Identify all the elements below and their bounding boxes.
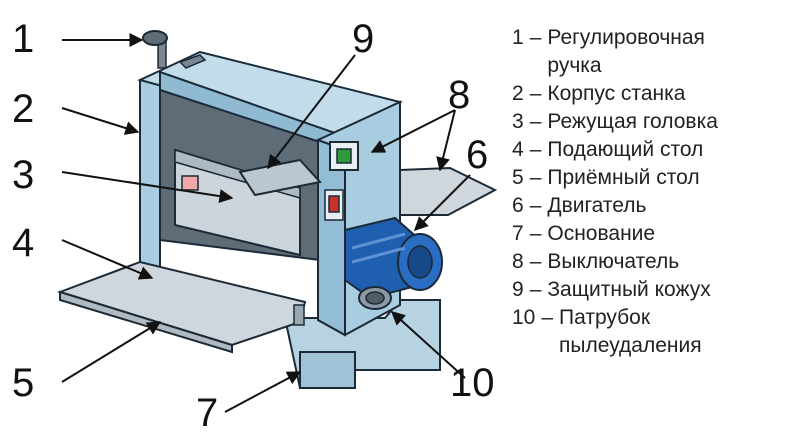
callout-6: 6 xyxy=(466,133,488,177)
legend-dash: – xyxy=(541,304,553,360)
legend-number: 5 xyxy=(512,164,524,192)
legend-item: 4 – Подающий стол xyxy=(512,136,797,164)
legend-item: 8 – Выключатель xyxy=(512,248,797,276)
adjusting-handle xyxy=(143,31,205,68)
legend-number: 6 xyxy=(512,192,524,220)
legend-label: Регулировочная ручка xyxy=(547,24,717,80)
legend-number: 1 xyxy=(512,24,524,80)
legend-dash: – xyxy=(530,192,542,220)
leader-2 xyxy=(62,108,138,132)
legend-dash: – xyxy=(530,164,542,192)
legend-number: 7 xyxy=(512,220,524,248)
legend-number: 10 xyxy=(512,304,535,360)
legend-label: Основание xyxy=(547,220,655,248)
callout-2: 2 xyxy=(12,87,34,131)
legend-item: 2 – Корпус станка xyxy=(512,80,797,108)
callout-3: 3 xyxy=(12,153,34,197)
callout-8: 8 xyxy=(448,73,470,117)
legend-label: Патрубок пылеудаления xyxy=(559,304,729,360)
legend-number: 8 xyxy=(512,248,524,276)
leader-4 xyxy=(62,240,152,278)
leader-7 xyxy=(225,372,300,412)
legend-item: 5 – Приёмный стол xyxy=(512,164,797,192)
legend-item: 10 – Патрубок пылеудаления xyxy=(512,304,797,360)
leader-8b xyxy=(440,110,455,170)
legend-number: 2 xyxy=(512,80,524,108)
legend-item: 3 – Режущая головка xyxy=(512,108,797,136)
legend-label: Приёмный стол xyxy=(547,164,699,192)
callout-5: 5 xyxy=(12,361,34,405)
legend-item: 9 – Защитный кожух xyxy=(512,276,797,304)
legend-label: Подающий стол xyxy=(547,136,703,164)
callout-1: 1 xyxy=(12,17,34,61)
legend-label: Выключатель xyxy=(547,248,679,276)
legend-item: 7 – Основание xyxy=(512,220,797,248)
legend-dash: – xyxy=(530,24,542,80)
legend-dash: – xyxy=(530,80,542,108)
legend-label: Режущая головка xyxy=(547,108,718,136)
legend-number: 9 xyxy=(512,276,524,304)
motor xyxy=(345,218,442,298)
legend-dash: – xyxy=(530,108,542,136)
callout-10: 10 xyxy=(450,361,495,405)
legend-item: 1 – Регулировочная ручка xyxy=(512,24,797,80)
dust-port xyxy=(359,287,391,309)
legend-dash: – xyxy=(530,220,542,248)
parts-legend: 1 – Регулировочная ручка 2 – Корпус стан… xyxy=(512,24,797,360)
callout-9: 9 xyxy=(352,17,374,61)
legend-number: 3 xyxy=(512,108,524,136)
legend-number: 4 xyxy=(512,136,524,164)
legend-dash: – xyxy=(530,248,542,276)
legend-label: Корпус станка xyxy=(547,80,685,108)
legend-item: 6 – Двигатель xyxy=(512,192,797,220)
outfeed-table xyxy=(60,262,305,352)
callout-7: 7 xyxy=(196,391,218,435)
legend-dash: – xyxy=(530,276,542,304)
callout-4: 4 xyxy=(12,221,34,265)
leader-5 xyxy=(62,322,160,382)
legend-label: Защитный кожух xyxy=(547,276,710,304)
legend-dash: – xyxy=(530,136,542,164)
legend-label: Двигатель xyxy=(547,192,646,220)
